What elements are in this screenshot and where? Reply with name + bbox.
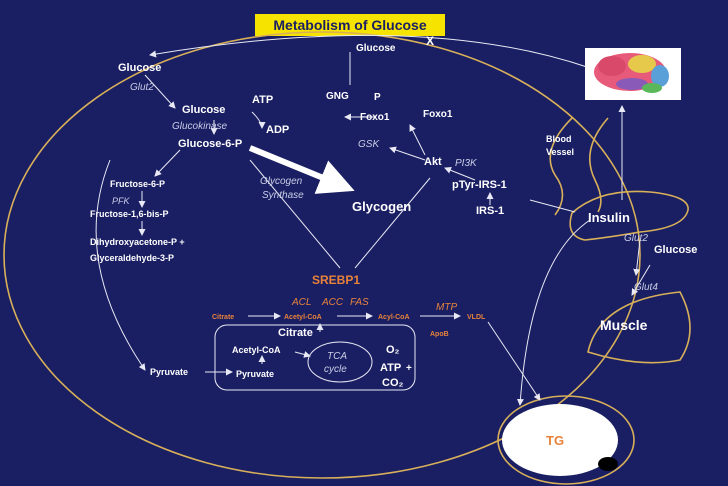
- label-o2: O₂: [386, 344, 400, 356]
- label-acetylcoa-cyto: Acetyl-CoA: [284, 314, 322, 321]
- diagram-title: Metabolism of Glucose: [273, 17, 426, 33]
- insulin-glut2-arrow: [633, 239, 641, 276]
- label-akt: Akt: [424, 156, 442, 168]
- blood-vessel-wall-1: [549, 117, 573, 216]
- diagram-labels: Glucose Glut2 Glucose ATP Glucokinase AD…: [90, 34, 697, 448]
- insulin-blob: [569, 190, 689, 241]
- label-acl: ACL: [291, 297, 311, 308]
- label-p: P: [374, 92, 381, 103]
- label-acylcoa: Acyl-CoA: [378, 314, 410, 321]
- insulin-adipose-arrow: [516, 219, 591, 406]
- label-fructose-6-p: Fructose-6-P: [110, 179, 165, 189]
- title-background: [255, 14, 445, 36]
- brain-image: [585, 48, 681, 100]
- fat-droplet: [502, 404, 618, 476]
- label-x-mark: X: [426, 34, 434, 48]
- label-fructose-bisp: Fructose-1,6-bis-P: [90, 209, 169, 219]
- label-co2: CO₂: [382, 377, 404, 389]
- label-foxo1-phospho: Foxo1: [360, 112, 390, 123]
- label-insulin: Insulin: [588, 210, 630, 225]
- label-g3p: Glyceraldehyde-3-P: [90, 253, 174, 263]
- label-pfk: PFK: [112, 196, 131, 206]
- label-dhap: Dihydroxyacetone-P +: [90, 237, 185, 247]
- adipocyte-outline: [497, 395, 635, 485]
- label-fas: FAS: [350, 297, 369, 308]
- akt-srebp1-line: [354, 177, 431, 269]
- brain-signal-arrow: [149, 34, 591, 69]
- label-glucose-outside: Glucose: [118, 62, 161, 74]
- insulin-receptor-line: [529, 199, 576, 213]
- glucose-in-arrow: [144, 74, 176, 109]
- label-acc: ACC: [321, 297, 344, 308]
- label-apob: ApoB: [430, 331, 449, 338]
- atp-adp-arrow: [251, 111, 266, 129]
- label-pi3k: PI3K: [455, 158, 478, 169]
- label-glucokinase: Glucokinase: [172, 121, 227, 132]
- tca-cycle-circle: [307, 341, 373, 383]
- label-srebp1: SREBP1: [312, 273, 360, 287]
- label-blood: Blood: [546, 134, 572, 144]
- label-atp-mito: ATP: [380, 362, 401, 374]
- mitochondria-box: [214, 324, 416, 391]
- adipocyte-nucleus: [598, 457, 618, 471]
- label-ptyr-irs1: pTyr-IRS-1: [452, 179, 507, 191]
- label-muscle: Muscle: [600, 317, 648, 333]
- blood-vessel-wall-2: [588, 117, 609, 213]
- g6p-f6p-arrow: [154, 149, 181, 177]
- label-cycle: cycle: [324, 364, 347, 375]
- label-gsk: GSK: [358, 139, 380, 150]
- label-glycogen-synthase-2: Synthase: [262, 190, 304, 201]
- label-citrate-cyto: Citrate: [212, 314, 234, 321]
- muscle-outline: [587, 291, 691, 364]
- label-glut2-liver: Glut2: [130, 82, 154, 93]
- label-glucose-6-p: Glucose-6-P: [178, 138, 242, 150]
- label-gng: GNG: [326, 91, 349, 102]
- label-atp: ATP: [252, 94, 273, 106]
- akt-gsk-arrow: [389, 146, 426, 161]
- g6p-srebp1-line: [249, 159, 341, 269]
- glut4-arrow: [631, 264, 651, 296]
- glycogen-synthesis-arrow: [248, 145, 355, 194]
- label-irs1: IRS-1: [476, 205, 504, 217]
- label-mtp: MTP: [436, 302, 457, 313]
- vldl-tg-arrow: [487, 321, 541, 401]
- label-tg: TG: [546, 433, 564, 448]
- irs1-akt-arrow: [444, 166, 476, 181]
- label-citrate-mito: Citrate: [278, 327, 313, 339]
- label-vessel: Vessel: [546, 147, 574, 157]
- label-glycogen: Glycogen: [352, 199, 411, 214]
- label-glut2-blood: Glut2: [624, 233, 648, 244]
- liver-cell-outline: [3, 31, 641, 479]
- label-glut4: Glut4: [634, 282, 658, 293]
- label-pyruvate-cyto: Pyruvate: [150, 367, 188, 377]
- label-vldl: VLDL: [467, 314, 486, 321]
- label-tca: TCA: [327, 351, 347, 362]
- label-foxo1: Foxo1: [423, 109, 453, 120]
- glycolysis-arrow: [95, 159, 146, 371]
- label-acetylcoa-mito: Acetyl-CoA: [232, 345, 281, 355]
- akt-foxo1-arrow: [409, 124, 426, 156]
- label-glucose-inside: Glucose: [182, 104, 225, 116]
- acetylcoa-tca-arrow: [294, 351, 311, 358]
- label-glucose-top: Glucose: [356, 43, 396, 54]
- label-plus: +: [406, 363, 412, 374]
- label-pyruvate-mito: Pyruvate: [236, 369, 274, 379]
- label-glycogen-synthase-1: Glycogen: [260, 176, 303, 187]
- label-adp: ADP: [266, 124, 289, 136]
- label-glucose-blood: Glucose: [654, 244, 697, 256]
